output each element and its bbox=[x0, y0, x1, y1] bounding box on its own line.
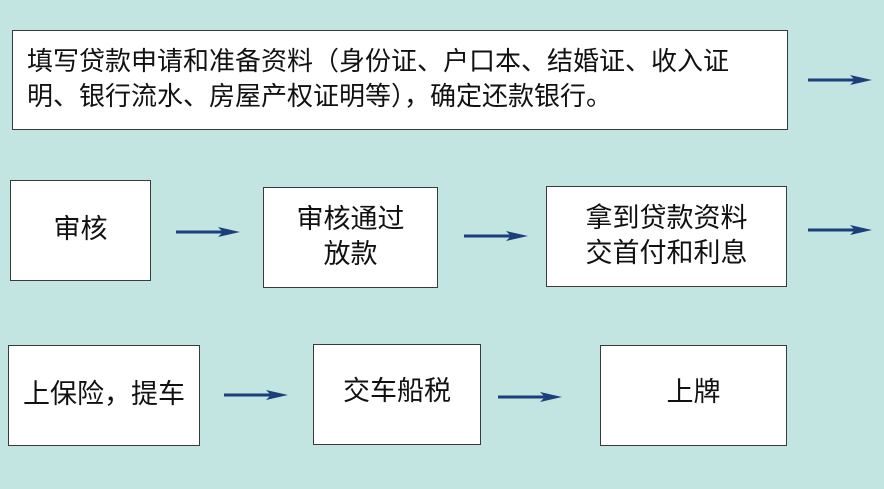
step-approved-disburse: 审核通过 放款 bbox=[263, 187, 438, 288]
arrow-right-icon bbox=[498, 392, 562, 402]
step-approved-disburse-text: 审核通过 放款 bbox=[296, 203, 405, 270]
arrow-right-icon bbox=[176, 227, 240, 237]
step-review: 审核 bbox=[10, 180, 151, 281]
step-review-text: 审核 bbox=[53, 214, 108, 246]
step-fill-application-text: 填写贷款申请和准备资料（身份证、户口本、结婚证、收入证明、银行流水、房屋产权证明… bbox=[27, 46, 730, 112]
step-get-documents-pay: 拿到贷款资料 交首付和利息 bbox=[546, 186, 787, 287]
step-insurance-pickup: 上保险，提车 bbox=[8, 345, 200, 446]
step-vehicle-tax-text: 交车船税 bbox=[343, 376, 451, 407]
arrow-right-icon bbox=[808, 225, 872, 235]
step-insurance-pickup-text: 上保险，提车 bbox=[23, 379, 185, 411]
step-get-documents-pay-text: 拿到贷款资料 交首付和利息 bbox=[585, 202, 748, 269]
step-fill-application: 填写贷款申请和准备资料（身份证、户口本、结婚证、收入证明、银行流水、房屋产权证明… bbox=[12, 30, 788, 130]
arrow-right-icon bbox=[464, 231, 528, 241]
arrow-right-icon bbox=[808, 75, 872, 85]
arrow-right-icon bbox=[224, 390, 288, 400]
step-vehicle-tax: 交车船税 bbox=[313, 344, 481, 445]
step-register-plate: 上牌 bbox=[600, 345, 787, 446]
step-register-plate-text: 上牌 bbox=[666, 377, 721, 408]
